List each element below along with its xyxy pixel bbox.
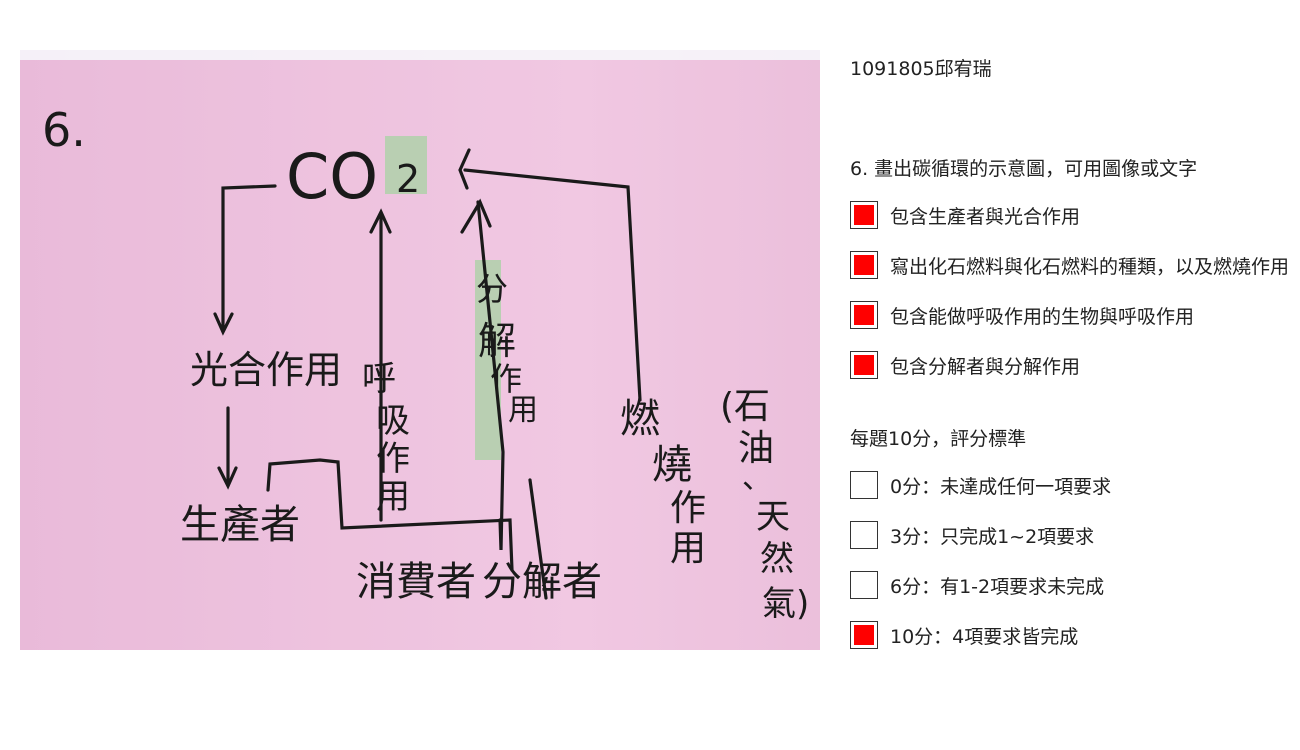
requirement-checkbox[interactable] xyxy=(850,351,878,379)
fuels-char-6: 氣) xyxy=(762,584,809,624)
requirement-item: 包含分解者與分解作用 xyxy=(850,350,1080,380)
answer-photo: 6. CO 2 光合作用 呼 吸 作 用 分 解 作 用 燃 燒 作 用 (石 … xyxy=(20,50,820,650)
requirement-checkbox[interactable] xyxy=(850,301,878,329)
decomposition-char-2: 解 xyxy=(478,319,516,363)
score-option: 10分：4項要求皆完成 xyxy=(850,620,1078,650)
requirement-label: 寫出化石燃料與化石燃料的種類，以及燃燒作用 xyxy=(890,255,1290,278)
score-option-label: 3分：只完成1~2項要求 xyxy=(890,525,1095,548)
score-checkbox[interactable] xyxy=(850,471,878,499)
requirement-item: 包含生產者與光合作用 xyxy=(850,200,1080,230)
checked-mark xyxy=(854,355,874,375)
student-name: 1091805邱宥瑞 xyxy=(850,58,992,80)
carbon-cycle-drawing: 6. CO 2 光合作用 呼 吸 作 用 分 解 作 用 燃 燒 作 用 (石 … xyxy=(20,50,820,650)
respiration-char-2: 吸 xyxy=(376,401,410,441)
checked-mark xyxy=(854,255,874,275)
decomposition-char-1: 分 xyxy=(476,270,508,308)
requirement-item: 寫出化石燃料與化石燃料的種類，以及燃燒作用 xyxy=(850,250,1289,280)
combustion-char-1: 燃 xyxy=(620,396,660,442)
score-option-label: 0分：未達成任何一項要求 xyxy=(890,475,1112,498)
checked-mark xyxy=(854,625,874,645)
score-checkbox[interactable] xyxy=(850,521,878,549)
requirement-label: 包含分解者與分解作用 xyxy=(890,355,1081,378)
requirement-checkbox[interactable] xyxy=(850,251,878,279)
checked-mark xyxy=(854,205,874,225)
score-option: 0分：未達成任何一項要求 xyxy=(850,470,1111,500)
respiration-char-4: 用 xyxy=(376,477,410,517)
producer-label: 生產者 xyxy=(180,502,300,548)
fuels-char-1: (石 xyxy=(720,386,770,427)
fuels-char-5: 然 xyxy=(760,539,794,579)
decomposition-char-3: 作 xyxy=(490,360,522,398)
fuels-char-2: 油 xyxy=(738,428,774,469)
consumer-label: 消費者 xyxy=(356,559,476,605)
fuels-char-3: 、 xyxy=(742,461,772,496)
decomposer-label: 分解者 xyxy=(482,559,602,605)
highlight-mark xyxy=(385,136,427,194)
requirement-label: 包含生產者與光合作用 xyxy=(890,205,1081,228)
cycle-arrows xyxy=(213,148,642,600)
score-checkbox[interactable] xyxy=(850,571,878,599)
score-checkbox[interactable] xyxy=(850,621,878,649)
scoring-title: 每題10分，評分標準 xyxy=(850,428,1027,450)
combustion-char-2: 燒 xyxy=(652,442,692,488)
fuels-char-4: 天 xyxy=(756,497,790,537)
checked-mark xyxy=(854,305,874,325)
question-number: 6. xyxy=(42,103,86,157)
score-option: 3分：只完成1~2項要求 xyxy=(850,520,1094,550)
co2-label: CO xyxy=(286,140,378,213)
requirement-checkbox[interactable] xyxy=(850,201,878,229)
score-option: 6分：有1-2項要求未完成 xyxy=(850,570,1104,600)
respiration-char-3: 作 xyxy=(376,439,410,479)
decomposition-char-4: 用 xyxy=(508,393,538,428)
combustion-char-4: 用 xyxy=(670,528,706,569)
photosynthesis-label: 光合作用 xyxy=(190,348,342,392)
respiration-char-1: 呼 xyxy=(362,359,396,399)
combustion-char-3: 作 xyxy=(670,488,706,529)
requirement-label: 包含能做呼吸作用的生物與呼吸作用 xyxy=(890,305,1195,328)
question-title: 6. 畫出碳循環的示意圖，可用圖像或文字 xyxy=(850,158,1198,180)
score-option-label: 6分：有1-2項要求未完成 xyxy=(890,575,1105,598)
score-option-label: 10分：4項要求皆完成 xyxy=(890,625,1079,648)
requirement-item: 包含能做呼吸作用的生物與呼吸作用 xyxy=(850,300,1194,330)
co2-subscript: 2 xyxy=(396,157,420,201)
